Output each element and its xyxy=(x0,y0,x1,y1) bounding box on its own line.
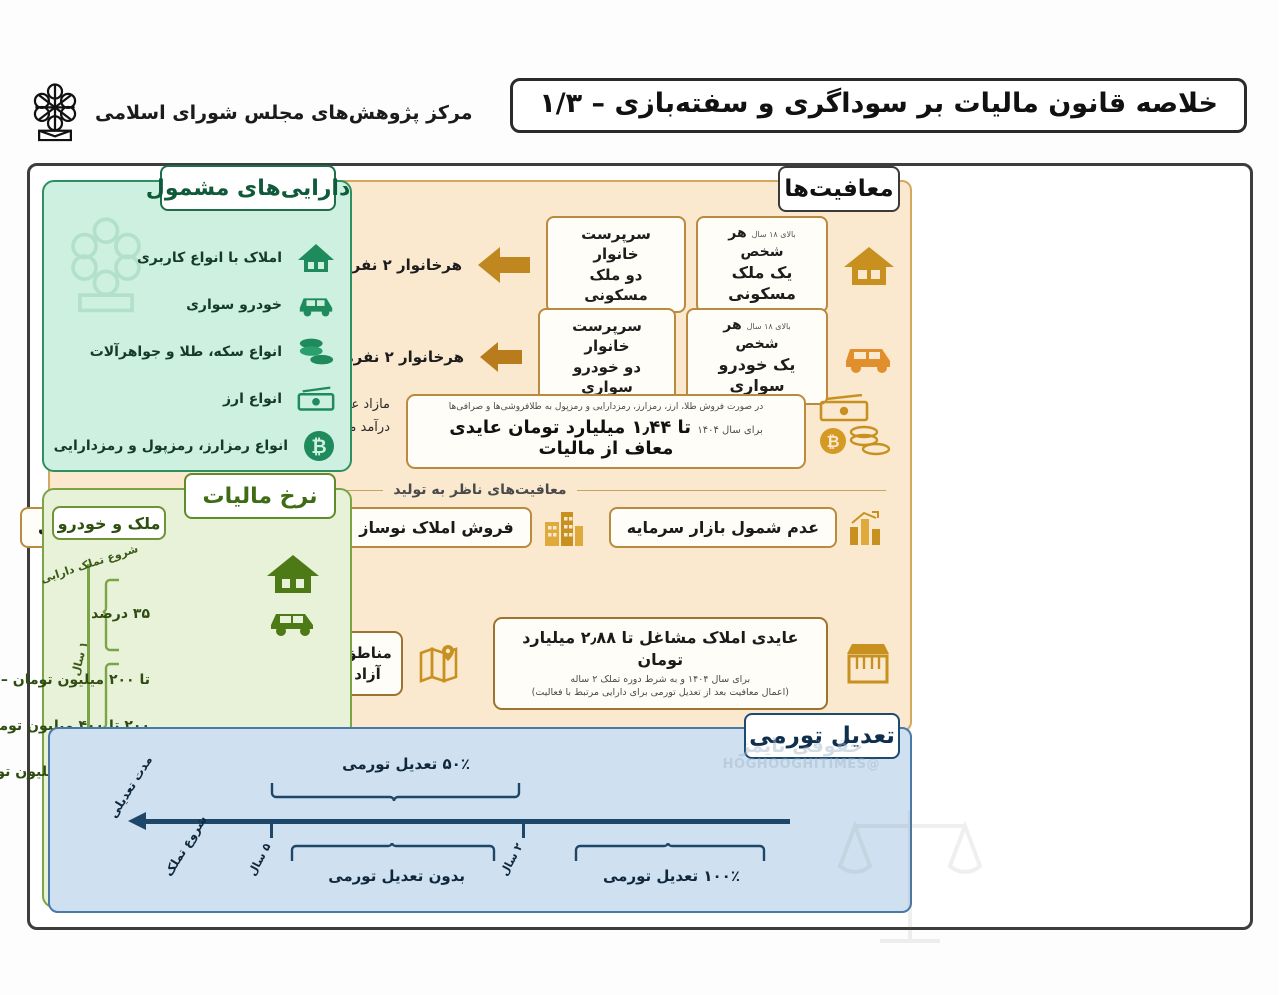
capital-gain-year: برای سال ۱۴۰۴ xyxy=(698,424,764,436)
rate-first-band: ۳۵ درصد xyxy=(92,606,151,622)
car-person-prefix: هر شخص xyxy=(724,317,780,352)
segment-label-100-percent: ۱۰۰٪ تعدیل تورمی xyxy=(604,867,741,885)
production-divider-label: معافیت‌های ناظر به تولید xyxy=(394,482,568,498)
brace-50-percent-icon xyxy=(271,783,522,802)
rate-bracket-1: تا ۲۰۰ میلیون تومان – ۱۵٪ xyxy=(0,672,151,688)
brace-first-band-icon xyxy=(103,578,120,652)
coins-icon xyxy=(850,425,892,456)
asset-label-currency: انواع ارز xyxy=(224,390,283,407)
asset-row-property: املاک با انواع کاربری xyxy=(59,234,337,281)
brace-no-adjustment-icon xyxy=(291,843,497,861)
asset-label-gold: انواع سکه، طلا و جواهرآلات xyxy=(90,343,283,360)
watermark-en: @HOGHOOGHITIMES xyxy=(723,757,881,772)
included-assets-list: املاک با انواع کاربری خودرو سواری xyxy=(45,234,351,469)
business-property-main: عایدی املاک مشاغل تا ۲٫۸۸ میلیارد تومان xyxy=(523,628,800,669)
production-item-label-2: فروش املاک نوساز xyxy=(342,507,533,548)
timeline-tick-2-years xyxy=(523,821,526,838)
timeline-tick-label-2: ۲ سال xyxy=(498,841,527,879)
map-pin-icon xyxy=(418,643,462,685)
asset-row-gold: انواع سکه، طلا و جواهرآلات xyxy=(59,328,337,375)
arrow-left-icon xyxy=(477,245,533,285)
arrow-left-icon-2 xyxy=(479,340,525,374)
inflation-timeline-axis xyxy=(143,819,791,824)
inflation-adjustment-tag: تعدیل تورمی xyxy=(745,713,901,759)
asset-row-crypto: ₿ انواع رمزارز، رمزپول و رمزدارایی xyxy=(55,422,337,469)
production-item-new-build: فروش املاک نوساز xyxy=(342,507,586,548)
logo-watermark-icon xyxy=(72,217,142,313)
tax-rate-tag: نرخ مالیات xyxy=(185,473,337,519)
property-head-box: سرپرست خانوار دو ملک مسکونی xyxy=(547,216,687,313)
bar-chart-icon xyxy=(847,509,887,547)
inflation-timeline-arrow xyxy=(129,812,147,830)
car-head-box: سرپرست خانوار دو خودرو سواری xyxy=(539,308,677,405)
svg-text:₿: ₿ xyxy=(312,436,327,458)
house-icon xyxy=(843,243,897,287)
divider-line-right xyxy=(577,489,887,491)
page-title: خلاصه قانون مالیات بر سوداگری و سفته‌باز… xyxy=(540,88,1219,119)
car-person-box: بالای ۱۸ سال هر شخص یک خودرو سواری xyxy=(687,308,829,405)
car-head-line1: سرپرست خانوار xyxy=(573,317,643,356)
capital-gain-amount: تا ۱٫۴۴ میلیارد تومان عایدی معاف از مالی… xyxy=(450,416,693,459)
coins-icon xyxy=(297,335,337,369)
segment-label-50-percent: ۵۰٪ تعدیل تورمی xyxy=(343,755,471,773)
inflation-adjustment-panel: تعدیل تورمی حقوقی تایمز @HOGHOOGHITIMES … xyxy=(49,713,913,913)
shop-icon xyxy=(843,641,895,687)
asset-label-crypto: انواع رمزارز، رمزپول و رمزدارایی xyxy=(54,437,289,454)
timeline-tick-label-5: ۵ سال xyxy=(246,841,275,879)
organization-title: مرکز پژوهش‌های مجلس شورای اسلامی xyxy=(96,102,474,124)
business-property-small2: (اعمال معافیت بعد از تعدیل تورمی برای دا… xyxy=(532,687,790,699)
exemptions-tag: معافیت‌ها xyxy=(779,166,901,212)
house-icon xyxy=(297,242,337,274)
property-head-line1: سرپرست خانوار xyxy=(582,225,652,264)
capital-gain-box: در صورت فروش طلا، ارز، رمزارز، رمزدارایی… xyxy=(407,394,807,469)
asset-row-car: خودرو سواری xyxy=(59,281,337,328)
asset-row-currency: انواع ارز xyxy=(59,375,337,422)
page-header: مرکز پژوهش‌های مجلس شورای اسلامی خلاصه ق… xyxy=(0,78,1280,158)
business-property-box: عایدی املاک مشاغل تا ۲٫۸۸ میلیارد تومان … xyxy=(493,617,829,710)
property-person-box: بالای ۱۸ سال هر شخص یک ملک مسکونی xyxy=(697,216,829,313)
production-item-capital-market: عدم شمول بازار سرمایه xyxy=(609,507,887,548)
business-property-small1: برای سال ۱۴۰۴ و به شرط دوره تملک ۲ ساله xyxy=(571,674,752,686)
svg-text:₿: ₿ xyxy=(827,432,840,451)
production-item-label-1: عدم شمول بازار سرمایه xyxy=(609,507,838,548)
property-person-main: یک ملک مسکونی xyxy=(729,262,797,304)
document-title-box: خلاصه قانون مالیات بر سوداگری و سفته‌باز… xyxy=(511,78,1248,133)
included-assets-panel: دارایی‌های مشمول xyxy=(43,165,353,472)
holding-period-axis xyxy=(88,564,91,854)
car-person-main: یک خودرو سواری xyxy=(719,354,797,396)
tax-rate-subtag: ملک و خودرو xyxy=(53,506,167,540)
asset-label-property: املاک با انواع کاربری xyxy=(137,249,283,266)
money-icons-group: ₿ xyxy=(811,394,897,464)
bitcoin-icon: ₿ xyxy=(303,429,337,463)
timeline-end-label: مدت تعدیلی xyxy=(107,753,157,821)
capital-gain-row: ₿ در صورت فروش طلا، ارز، رمزارز، رمزدارا… xyxy=(67,394,897,469)
car-icon xyxy=(841,339,897,375)
house-icon xyxy=(268,555,320,593)
banknote-icon xyxy=(820,394,870,422)
car-icon xyxy=(272,614,314,636)
free-zone-row: عایدی املاک مشاغل تا ۲٫۸۸ میلیارد تومان … xyxy=(67,617,895,710)
timeline-tick-5-years xyxy=(271,821,274,838)
property-head-line2: دو ملک مسکونی xyxy=(585,265,649,304)
car-person-sup: بالای ۱۸ سال xyxy=(747,322,792,332)
property-person-sup: بالای ۱۸ سال xyxy=(752,230,797,240)
tax-rate-icons xyxy=(255,552,333,642)
car-head-line2: دو خودرو سواری xyxy=(573,357,643,396)
car-exemption-row: بالای ۱۸ سال هر شخص یک خودرو سواری سرپرس… xyxy=(159,308,897,405)
majlis-research-center-logo-icon xyxy=(34,83,78,142)
included-assets-tag: دارایی‌های مشمول xyxy=(147,165,351,211)
bitcoin-icon: ₿ xyxy=(821,428,847,454)
content-frame: معافیت‌ها بالای ۱۸ سال هر شخص یک ملک مسک… xyxy=(0,163,1254,943)
banknote-icon xyxy=(297,385,337,413)
buildings-icon xyxy=(542,508,586,548)
capital-gain-condition: در صورت فروش طلا، ارز، رمزارز، رمزدارایی… xyxy=(449,402,765,412)
segment-label-no-adjustment: بدون تعدیل تورمی xyxy=(329,867,466,885)
car-icon xyxy=(297,291,337,319)
property-person-prefix: هر شخص xyxy=(729,225,785,260)
brace-100-percent-icon xyxy=(575,843,767,861)
asset-label-car: خودرو سواری xyxy=(187,296,283,313)
organization-branding: مرکز پژوهش‌های مجلس شورای اسلامی xyxy=(28,82,474,144)
